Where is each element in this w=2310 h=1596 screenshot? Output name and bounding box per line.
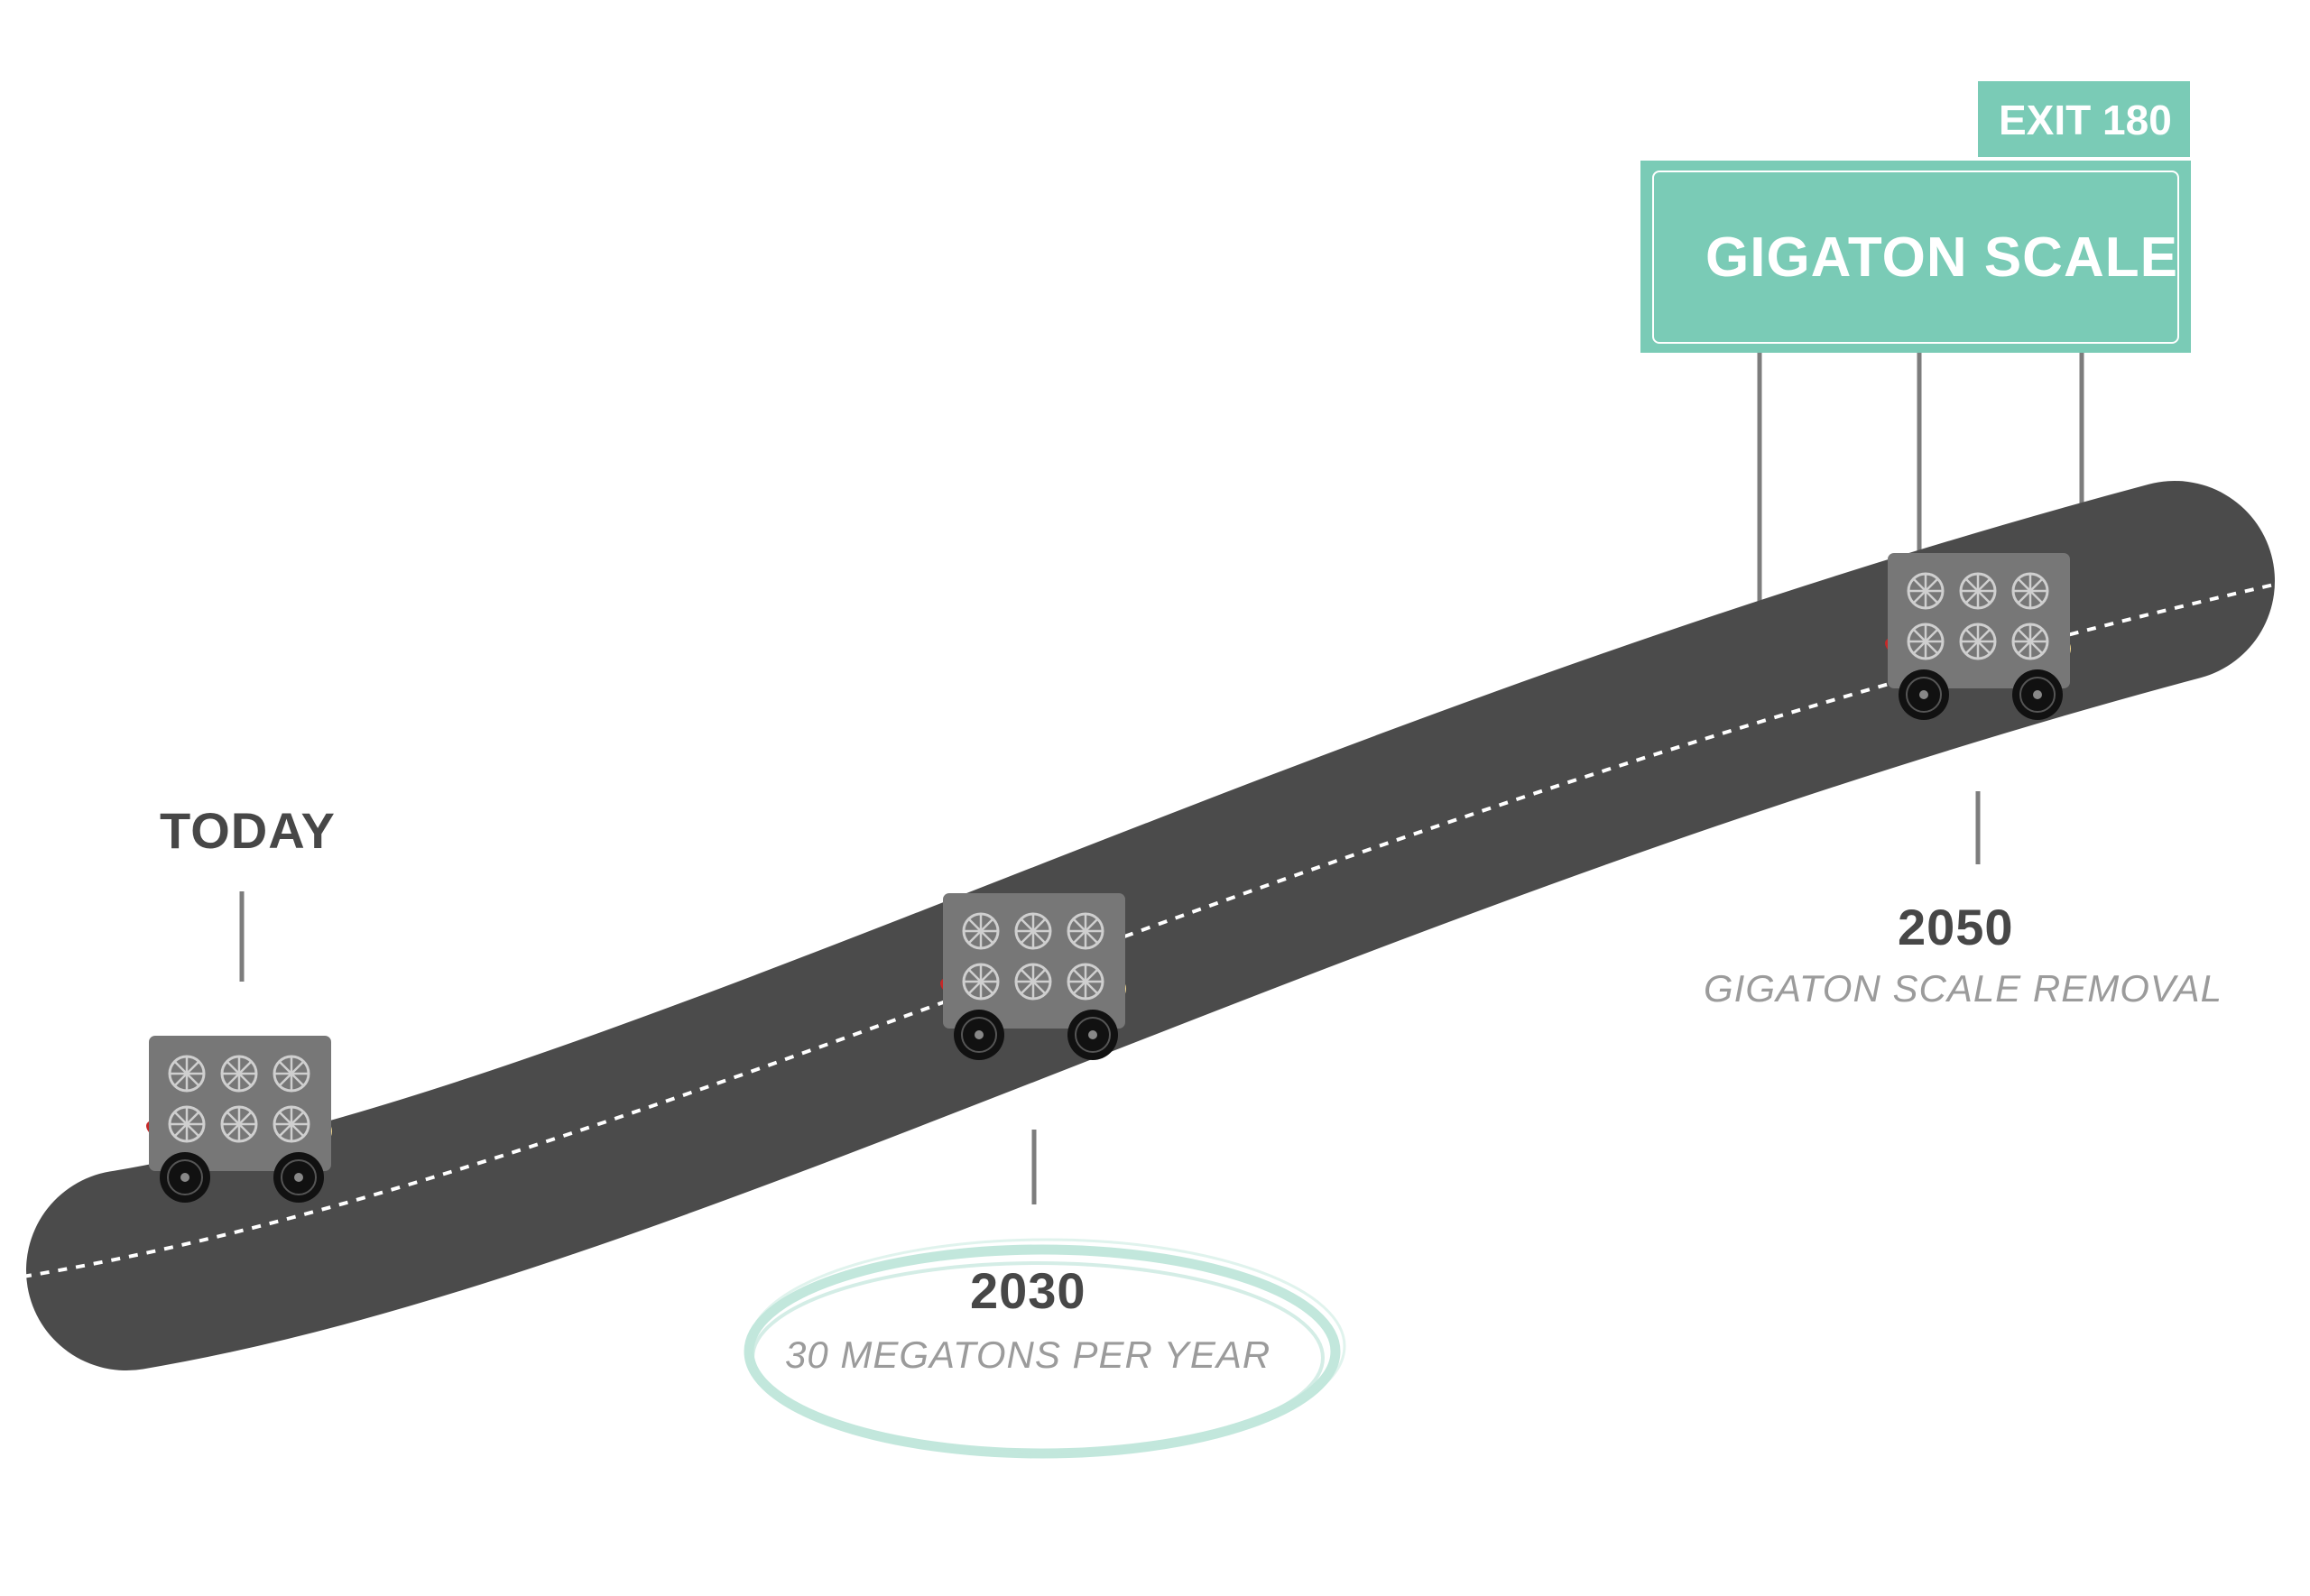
sign-inner-border <box>1652 171 2179 344</box>
sign-title: GIGATON SCALE <box>1705 226 2178 289</box>
milestone-label-2030: 2030 <box>970 1262 1086 1319</box>
milestone-caption-2030: 30 MEGATONS PER YEAR <box>785 1333 1271 1376</box>
highway-sign <box>1640 81 2191 353</box>
milestone-label-2050: 2050 <box>1898 899 2014 955</box>
highlight-ring <box>744 1238 1346 1459</box>
exit-tab <box>1978 81 2190 157</box>
sign-board <box>1640 161 2191 353</box>
road <box>26 481 2275 1370</box>
label-ticks <box>239 791 1981 1204</box>
milestone-caption-2050: GIGATON SCALE REMOVAL <box>1704 967 2222 1010</box>
milestone-label-today: TODAY <box>160 802 336 859</box>
exit-label: EXIT 180 <box>1999 97 2172 143</box>
